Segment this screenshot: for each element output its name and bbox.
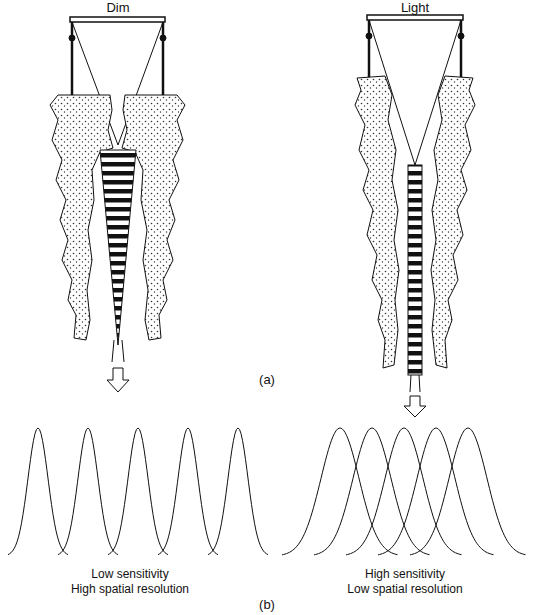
gaussian-curves	[8, 428, 526, 555]
light-ommatidium	[355, 15, 475, 392]
property-text: High sensitivity	[365, 566, 445, 582]
dim-ommatidium	[50, 17, 185, 362]
receptive-field-curve	[410, 428, 526, 555]
receptive-field-curve	[158, 428, 218, 555]
receptive-field-curve	[314, 428, 430, 555]
panel-letter: (b)	[259, 597, 275, 613]
receptive-field-curve	[108, 428, 168, 555]
panel-title: Light	[401, 0, 429, 16]
panel-letter: (a)	[259, 372, 275, 388]
receptive-field-curve	[378, 428, 494, 555]
receptive-field-curve	[346, 428, 462, 555]
down-arrow	[107, 368, 129, 392]
down-arrow	[404, 396, 426, 417]
property-text: Low spatial resolution	[347, 581, 462, 597]
property-text: High spatial resolution	[71, 581, 189, 597]
receptive-field-curve	[58, 428, 118, 555]
receptive-field-curve	[208, 428, 268, 555]
panel-title: Dim	[106, 0, 129, 16]
receptive-field-curve	[282, 428, 398, 555]
receptive-field-curve	[8, 428, 68, 555]
property-text: Low sensitivity	[91, 566, 168, 582]
